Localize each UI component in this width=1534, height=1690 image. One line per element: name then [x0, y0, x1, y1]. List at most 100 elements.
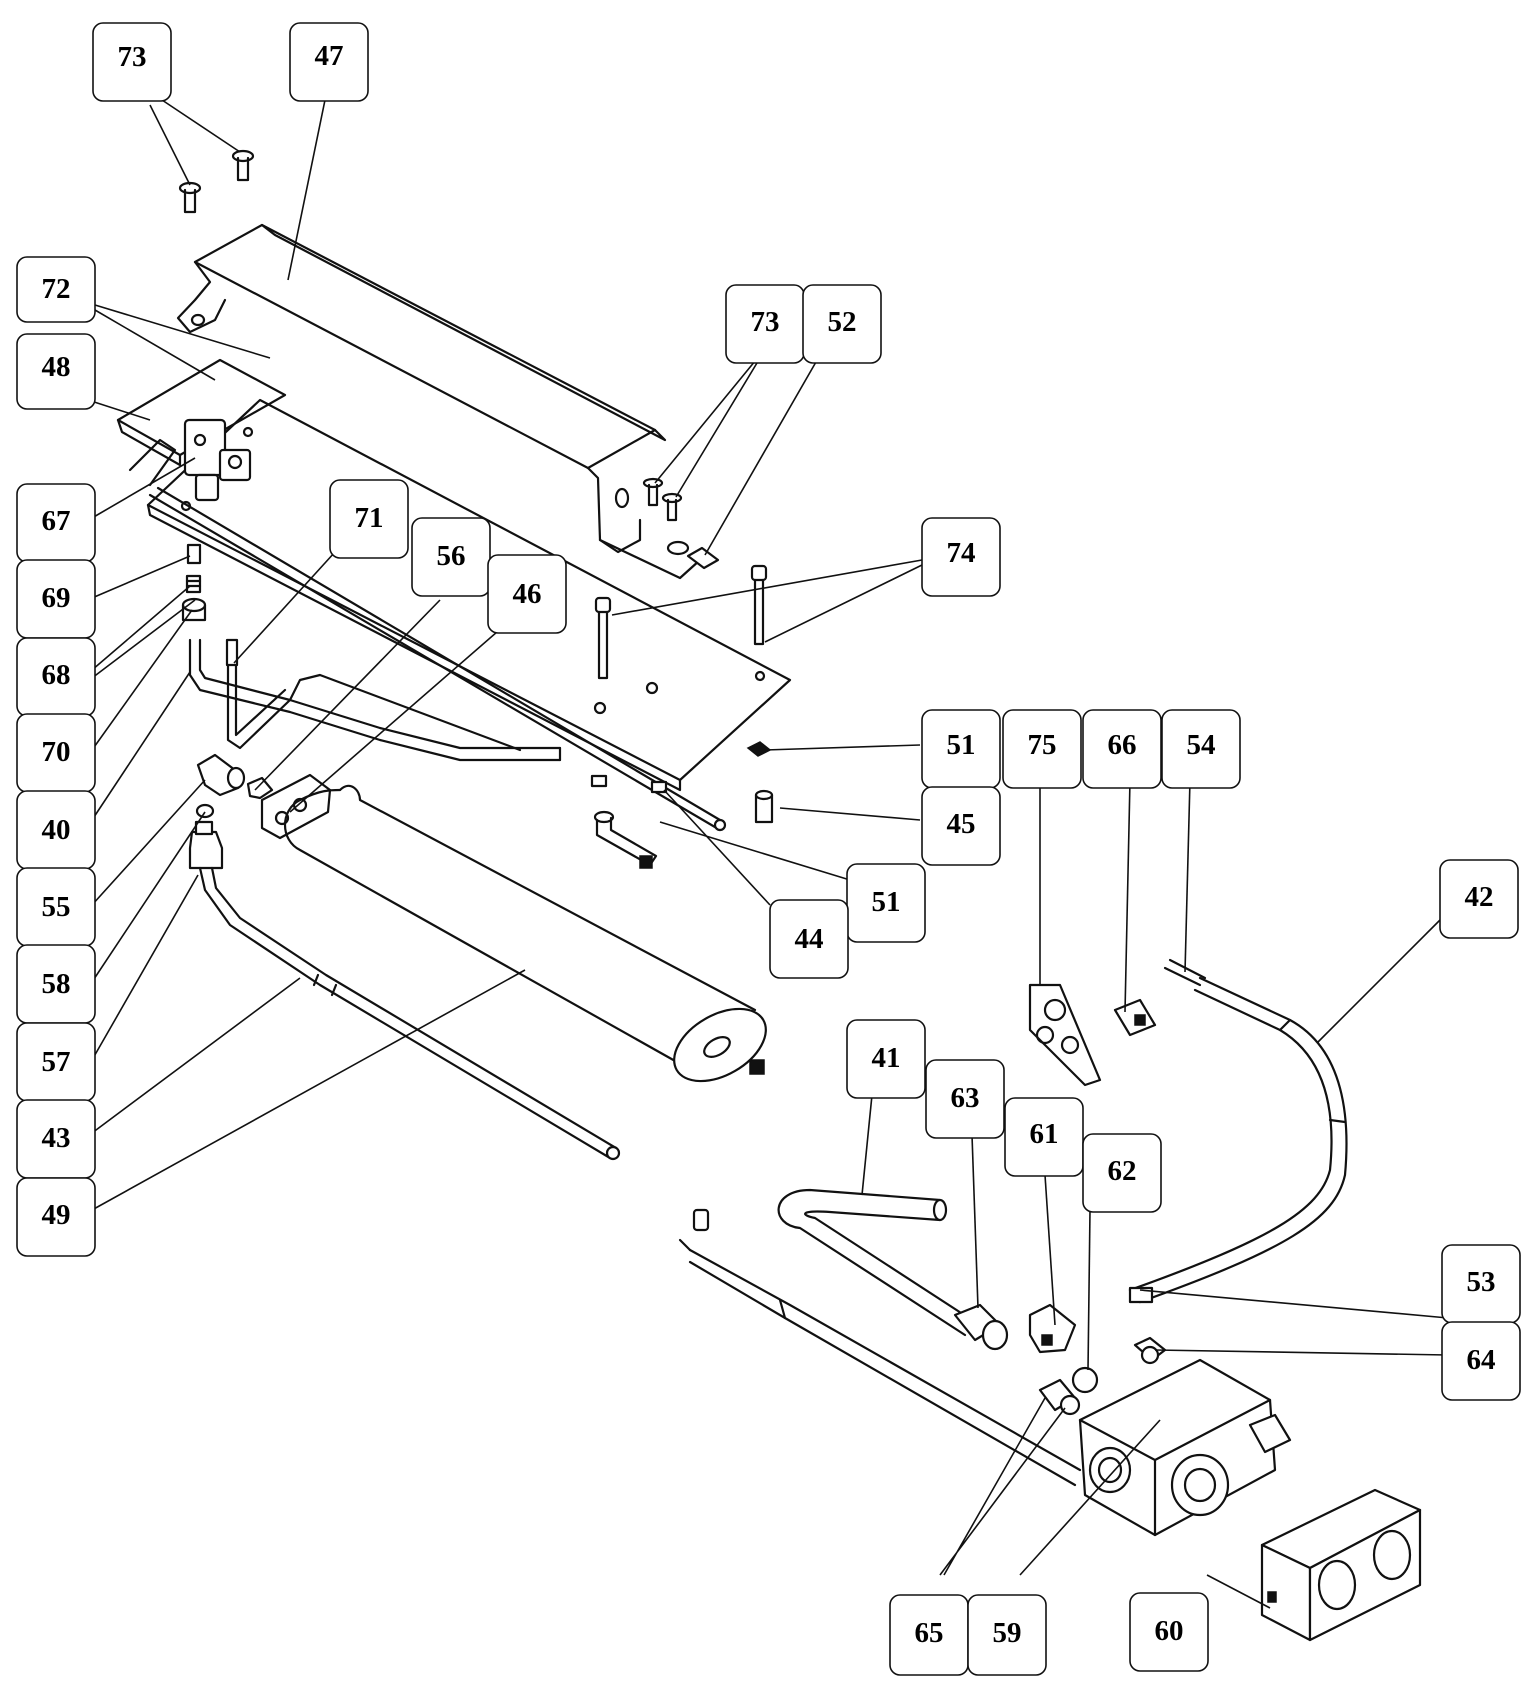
bolt-74	[594, 564, 768, 680]
callout-51-upper: 51	[921, 709, 1001, 789]
fitting-68	[185, 574, 202, 594]
clip-52	[666, 540, 720, 570]
callout-label: 65	[915, 1617, 944, 1649]
callout-55: 55	[16, 867, 96, 947]
callout-label: 74	[947, 537, 976, 569]
callout-46: 46	[487, 554, 567, 634]
callout-57: 57	[16, 1022, 96, 1102]
callout-label: 46	[513, 578, 542, 610]
callout-68: 68	[16, 637, 96, 717]
callout-label: 49	[42, 1199, 71, 1231]
fitting-65	[1038, 1378, 1081, 1416]
callout-44: 44	[769, 899, 849, 979]
callout-label: 64	[1467, 1344, 1496, 1376]
callout-label: 42	[1465, 881, 1494, 913]
bracket-66	[1113, 998, 1157, 1037]
callout-label: 47	[315, 40, 344, 72]
callout-label: 73	[118, 41, 147, 73]
callout-40: 40	[16, 790, 96, 870]
thermocouple-41	[777, 1188, 977, 1337]
fitting-61	[1028, 1303, 1077, 1354]
callout-label: 72	[42, 273, 71, 305]
callout-73-top-left: 73	[92, 22, 172, 102]
callout-label: 43	[42, 1122, 71, 1154]
callout-label: 61	[1030, 1118, 1059, 1150]
callout-label: 71	[355, 502, 384, 534]
callout-67: 67	[16, 483, 96, 563]
fitting-70	[181, 597, 207, 622]
callout-label: 58	[42, 968, 71, 1000]
callout-69: 69	[16, 559, 96, 639]
callout-58: 58	[16, 944, 96, 1024]
callout-48: 48	[16, 333, 96, 410]
callout-73-right: 73	[725, 284, 805, 364]
pilot-assembly-67	[183, 418, 252, 502]
bolt-44	[593, 810, 658, 869]
bracket-48	[116, 358, 287, 487]
callout-label: 62	[1108, 1155, 1137, 1187]
callout-label: 56	[437, 540, 466, 572]
thermocouple-rod	[148, 486, 727, 832]
gas-valve-59	[1078, 1358, 1292, 1537]
callout-74: 74	[921, 517, 1001, 597]
callout-41: 41	[846, 1019, 926, 1099]
callout-label: 67	[42, 505, 71, 537]
callout-label: 51	[872, 886, 901, 918]
callout-label: 41	[872, 1042, 901, 1074]
callout-label: 54	[1187, 729, 1216, 761]
callout-63: 63	[925, 1059, 1005, 1139]
fitting-69	[186, 543, 202, 565]
callout-label: 57	[42, 1046, 71, 1078]
callout-56: 56	[411, 517, 491, 597]
leader-lines	[87, 99, 1449, 1609]
callout-64: 64	[1441, 1321, 1521, 1401]
callout-label: 52	[828, 306, 857, 338]
callout-label: 75	[1028, 729, 1057, 761]
callout-label: 70	[42, 736, 71, 768]
callout-42: 42	[1439, 859, 1519, 939]
nut-56	[246, 776, 274, 800]
elbow-55	[196, 753, 246, 797]
callout-label: 55	[42, 891, 71, 923]
pilot-tube-40	[188, 638, 562, 762]
top-cover-channel-47	[176, 223, 702, 580]
callout-label: 68	[42, 659, 71, 691]
screw-73-top	[178, 149, 255, 214]
callout-label: 66	[1108, 729, 1137, 761]
spacer-45	[754, 789, 774, 824]
callout-62: 62	[1082, 1133, 1162, 1213]
callout-49: 49	[16, 1177, 96, 1257]
control-box-60	[1260, 1488, 1422, 1642]
callout-label: 51	[947, 729, 976, 761]
washer-58	[195, 803, 215, 819]
callout-65: 65	[889, 1594, 969, 1676]
callout-54: 54	[1161, 709, 1241, 789]
callout-label: 69	[42, 582, 71, 614]
callout-label: 60	[1155, 1615, 1184, 1647]
callout-60: 60	[1129, 1592, 1209, 1672]
callout-label: 40	[42, 814, 71, 846]
callout-label: 45	[947, 808, 976, 840]
fitting-63	[953, 1303, 1009, 1351]
screw-73-right	[642, 477, 683, 522]
callout-47: 47	[289, 22, 369, 102]
callout-66: 66	[1082, 709, 1162, 789]
callout-label: 59	[993, 1617, 1022, 1649]
callout-label: 48	[42, 351, 71, 383]
callout-53: 53	[1441, 1244, 1521, 1324]
heat-shield-75	[1028, 983, 1102, 1087]
callout-52: 52	[802, 284, 882, 364]
pilot-supply-tube	[678, 1208, 1082, 1487]
callout-72: 72	[16, 256, 96, 323]
callout-label: 53	[1467, 1266, 1496, 1298]
burner-tube-49	[284, 784, 767, 1083]
callout-61: 61	[1004, 1097, 1084, 1177]
callout-75: 75	[1002, 709, 1082, 789]
callout-label: 44	[795, 923, 824, 955]
wire-54	[1163, 958, 1207, 987]
callout-70: 70	[16, 713, 96, 793]
callout-43: 43	[16, 1099, 96, 1179]
thermopile-lead-42	[1128, 976, 1348, 1304]
callout-45: 45	[921, 786, 1001, 866]
